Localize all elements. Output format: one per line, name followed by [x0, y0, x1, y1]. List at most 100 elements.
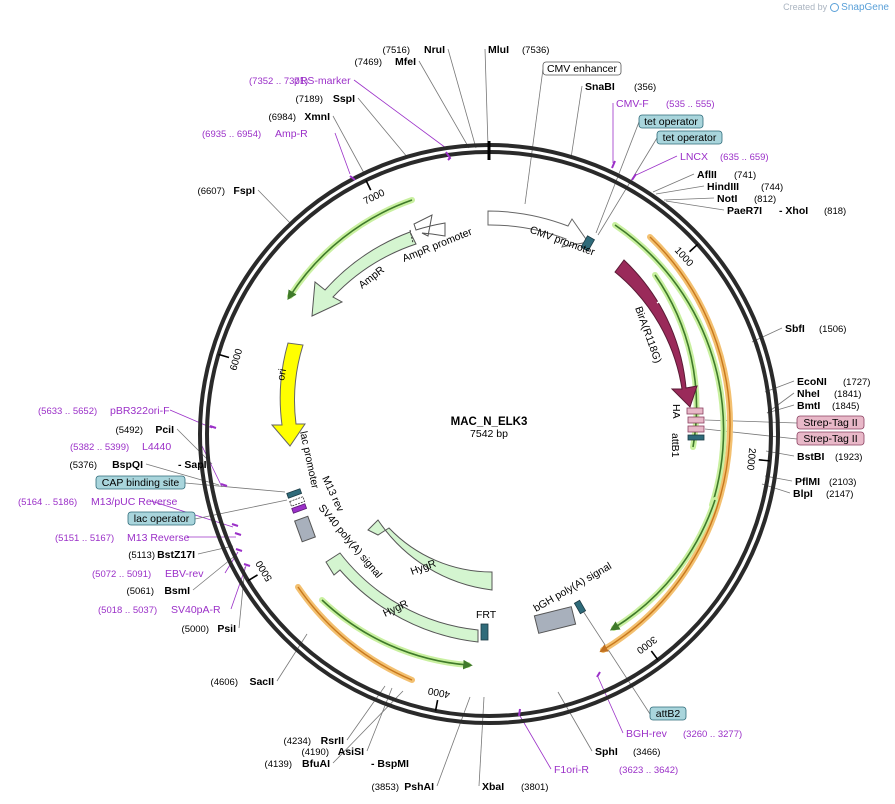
site-coord-paer7i: (818): [824, 206, 846, 217]
primer-label-m13-reverse: M13 Reverse: [127, 532, 190, 544]
tag-glyphs: [686, 407, 705, 441]
primer-label-l4440: L4440: [142, 441, 171, 453]
site-leader-pshai: [436, 696, 471, 787]
primer-coord-sv40pa-r: (5018 .. 5037): [98, 605, 157, 616]
frt-box: [480, 623, 489, 641]
site-label-econi: EcoNI: [797, 376, 827, 388]
site-coord-sacii: (4606): [211, 677, 238, 688]
site-label-nhei: NheI: [797, 388, 820, 400]
primer-label-prs-marker: pRS-marker: [294, 75, 351, 87]
site-label-bspqi: BspQI: [112, 459, 143, 471]
box-cap-binding-site-5: [95, 475, 186, 490]
site-label-sbfi: SbfI: [785, 323, 805, 335]
site-coord-xbai: (3801): [521, 782, 548, 793]
site-label-second-bfuai: - BspMI: [371, 758, 409, 770]
site-coord-bmti: (1845): [832, 401, 859, 412]
site-label-bstz17i: BstZ17I: [157, 549, 195, 561]
tick-label-6000: 6000: [228, 347, 245, 372]
site-coord-rsrii: (4234): [284, 736, 311, 747]
tick-label-5000: 5000: [254, 558, 275, 583]
primer-mark-f1ori: [518, 708, 521, 717]
site-coord-pflmi: (2103): [829, 477, 856, 488]
box-label-strep-tag-ii-4: Strep-Tag II: [803, 433, 857, 445]
site-label-nrui: NruI: [424, 44, 445, 56]
strep2-glyph: [687, 425, 705, 433]
site-label-bsmi: BsmI: [164, 585, 190, 597]
site-leader-mfei: [418, 60, 470, 149]
plasmid-name: MAC_N_ELK3: [451, 416, 528, 428]
site-label-sspi: SspI: [333, 93, 355, 105]
site-label-xmni: XmnI: [304, 111, 330, 123]
site-coord-bspqi: (5376): [70, 460, 97, 471]
primer-label-ebv-rev: EBV-rev: [165, 568, 204, 580]
site-leader-hindiii: [655, 185, 705, 195]
primer-leader-lncx: [633, 155, 678, 177]
site-coord-nrui: (7516): [383, 45, 410, 56]
tick-mark-4000: [434, 699, 439, 712]
feature-label-bgh: bGH poly(A) signal: [532, 560, 614, 614]
site-leader-aflii: [652, 173, 695, 193]
snapgene-logo-icon: [829, 3, 839, 13]
orange-arcs: [295, 234, 733, 683]
tick-mark-3000: [650, 650, 659, 661]
site-label-second-bspqi: - SapI: [178, 459, 207, 471]
site-coord-mfei: (7469): [355, 57, 382, 68]
green-arc-5-core: [321, 599, 473, 670]
primer-leader-f1ori-r: [519, 715, 552, 770]
hygr-arrow-2: [325, 552, 479, 643]
primer-coord-f1ori-r: (3623 .. 3642): [619, 765, 678, 776]
site-coord-sbfi: (1506): [819, 324, 846, 335]
site-leader-fspi: [257, 189, 293, 226]
primer-label-sv40pa-r: SV40pA-R: [171, 604, 221, 616]
tick-label-4000: 4000: [427, 684, 451, 699]
box-attb2-7: [649, 706, 687, 721]
site-leader-sacii: [276, 633, 308, 682]
green-arcs: [287, 197, 727, 670]
primer-mark-l4440: [220, 483, 228, 487]
site-label-snabi: SnaBI: [585, 81, 615, 93]
box-leader-cap-binding-site-5: [184, 482, 286, 493]
site-coord-snabi: (356): [634, 82, 656, 93]
sv40-box: [294, 515, 316, 543]
lac-glyph-3: [291, 503, 308, 514]
site-leader-xmni: [332, 115, 365, 174]
site-coord-bstbi: (1923): [835, 452, 862, 463]
primer-mark-bgh: [596, 671, 601, 678]
tick-mark-1000: [689, 243, 699, 253]
site-coord-aflii: (741): [734, 170, 756, 181]
tick-mark-5000: [247, 574, 258, 582]
lac-glyph-2: [289, 496, 306, 507]
attb1-glyph: [687, 434, 705, 441]
box-leader-strep-tag-ii-3: [704, 419, 798, 424]
feature-label-ha: HA: [670, 404, 682, 419]
site-label-blpi: BlpI: [793, 488, 813, 500]
hygr-arrow-1: [367, 519, 493, 591]
primer-coord-l4440: (5382 .. 5399): [70, 442, 129, 453]
site-leader-noti: [663, 197, 715, 201]
primer-leader-l4440: [201, 445, 223, 488]
site-coord-bfuai: (4139): [265, 759, 292, 770]
primer-coord-prs-marker: (7352 .. 7371): [249, 76, 308, 87]
primer-mark-ebv: [235, 548, 243, 552]
tick-label-7000: 7000: [362, 187, 387, 207]
site-leader-sspi: [357, 97, 409, 159]
tick-mark-6000: [218, 353, 230, 359]
primer-leader-pbr322ori-f: [169, 409, 213, 429]
tick-mark-7000: [365, 179, 372, 191]
tick-label-2000: 2000: [744, 447, 757, 471]
strep1-glyph: [687, 416, 705, 424]
site-leader-sbfi: [751, 327, 783, 343]
primer-label-amp-r: Amp-R: [275, 128, 308, 140]
site-label-psii: PsiI: [217, 623, 236, 635]
feature-label-lac-promoter: lac promoter: [297, 430, 321, 490]
site-coord-asisi: (4190): [302, 747, 329, 758]
site-label-paer7i: PaeR7I: [727, 205, 762, 217]
primer-label-bgh-rev: BGH-rev: [626, 728, 668, 740]
orange-arc-right-core: [599, 236, 731, 653]
site-label-bmti: BmtI: [797, 400, 820, 412]
site-coord-econi: (1727): [843, 377, 870, 388]
primer-label-m13-puc-reverse: M13/pUC Reverse: [91, 496, 178, 508]
feature-label-attb1: attB1: [669, 433, 681, 458]
site-coord-mlui: (7536): [522, 45, 549, 56]
green-arc-2-core: [654, 274, 698, 448]
